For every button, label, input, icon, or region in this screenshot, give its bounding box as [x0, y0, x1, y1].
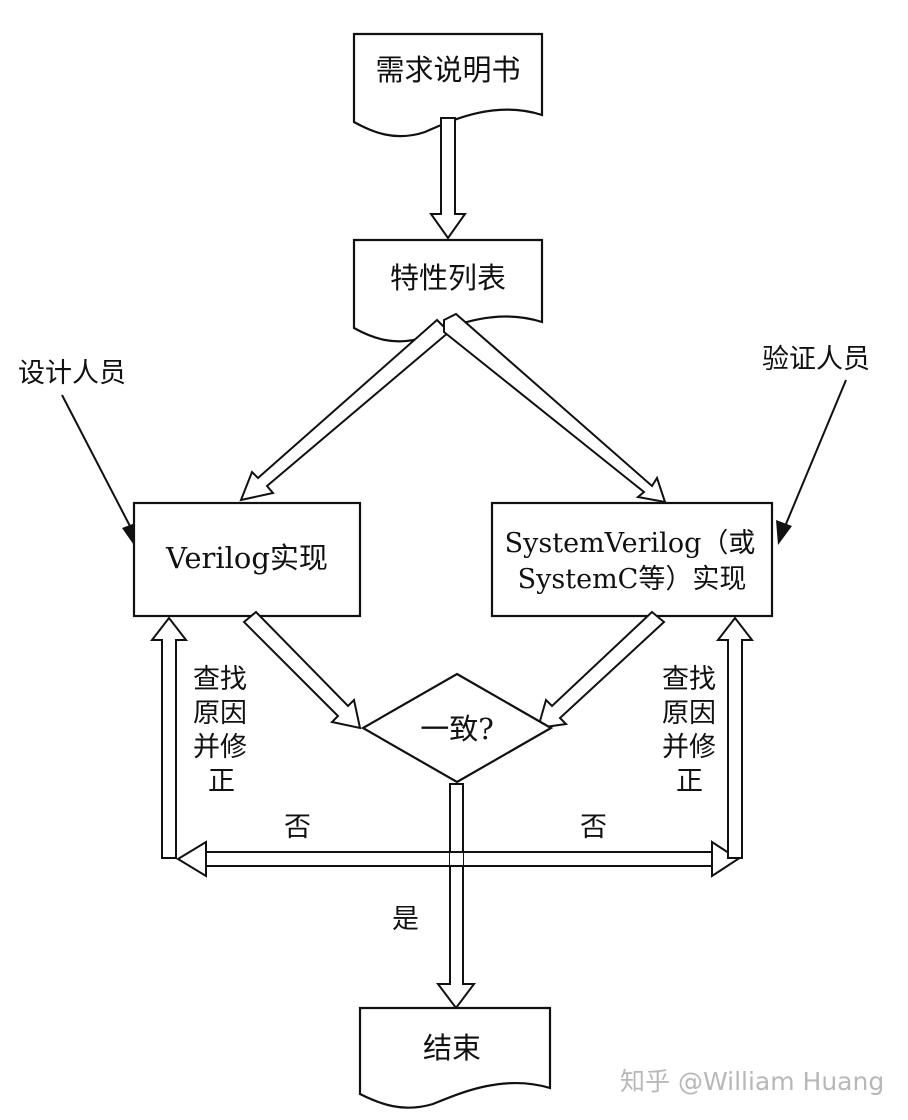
- designer-pointer: [61, 394, 138, 548]
- feature-list-document: 特性列表: [352, 238, 544, 343]
- requirements-label: 需求说明书: [375, 53, 520, 87]
- watermark-text: 知乎 @William Huang: [620, 1067, 884, 1096]
- left-fix-line-1: 查找: [193, 664, 247, 695]
- left-fix-line-3: 并修: [193, 732, 247, 763]
- verifier-label: 验证人员: [762, 344, 870, 375]
- verilog-impl-label: Verilog实现: [165, 541, 328, 575]
- arrow-verilog-to-decision: [242, 610, 362, 730]
- arrow-systemverilog-to-decision: [536, 610, 666, 730]
- right-fix-line-1: 查找: [662, 664, 716, 695]
- arrow-features-to-systemverilog: [443, 312, 667, 504]
- left-return-arrow: [149, 616, 189, 859]
- no-label-right: 否: [580, 812, 607, 843]
- systemverilog-impl-label-line2: SystemC等）实现: [518, 564, 747, 595]
- no-label-left: 否: [284, 812, 311, 843]
- end-label: 结束: [423, 1031, 481, 1065]
- decision-diamond: 一致?: [360, 672, 554, 784]
- end-document: 结束: [358, 1006, 552, 1109]
- right-fix-note: 查找 原因 并修 正: [662, 664, 716, 797]
- arrow-requirements-to-features: [429, 117, 467, 240]
- right-fix-line-4: 正: [676, 766, 703, 797]
- left-fix-line-2: 原因: [193, 698, 247, 729]
- left-fix-line-4: 正: [208, 766, 235, 797]
- yes-path-arrow: [436, 783, 476, 1010]
- yes-label: 是: [392, 904, 419, 935]
- left-fix-note: 查找 原因 并修 正: [193, 664, 247, 797]
- right-fix-line-3: 并修: [662, 732, 716, 763]
- designer-label: 设计人员: [18, 358, 126, 389]
- verilog-impl-box: Verilog实现: [132, 501, 362, 618]
- systemverilog-impl-box: SystemVerilog（或 SystemC等）实现: [490, 501, 774, 618]
- right-fix-line-2: 原因: [662, 698, 716, 729]
- feature-list-label: 特性列表: [390, 261, 506, 295]
- arrow-features-to-verilog: [239, 318, 451, 502]
- right-return-arrow: [715, 616, 755, 859]
- decision-label: 一致?: [420, 712, 494, 746]
- requirements-document: 需求说明书: [352, 32, 544, 138]
- no-path-horizontal-bar: [176, 840, 740, 878]
- verifier-pointer: [776, 379, 847, 545]
- systemverilog-impl-label-line1: SystemVerilog（或: [505, 528, 756, 559]
